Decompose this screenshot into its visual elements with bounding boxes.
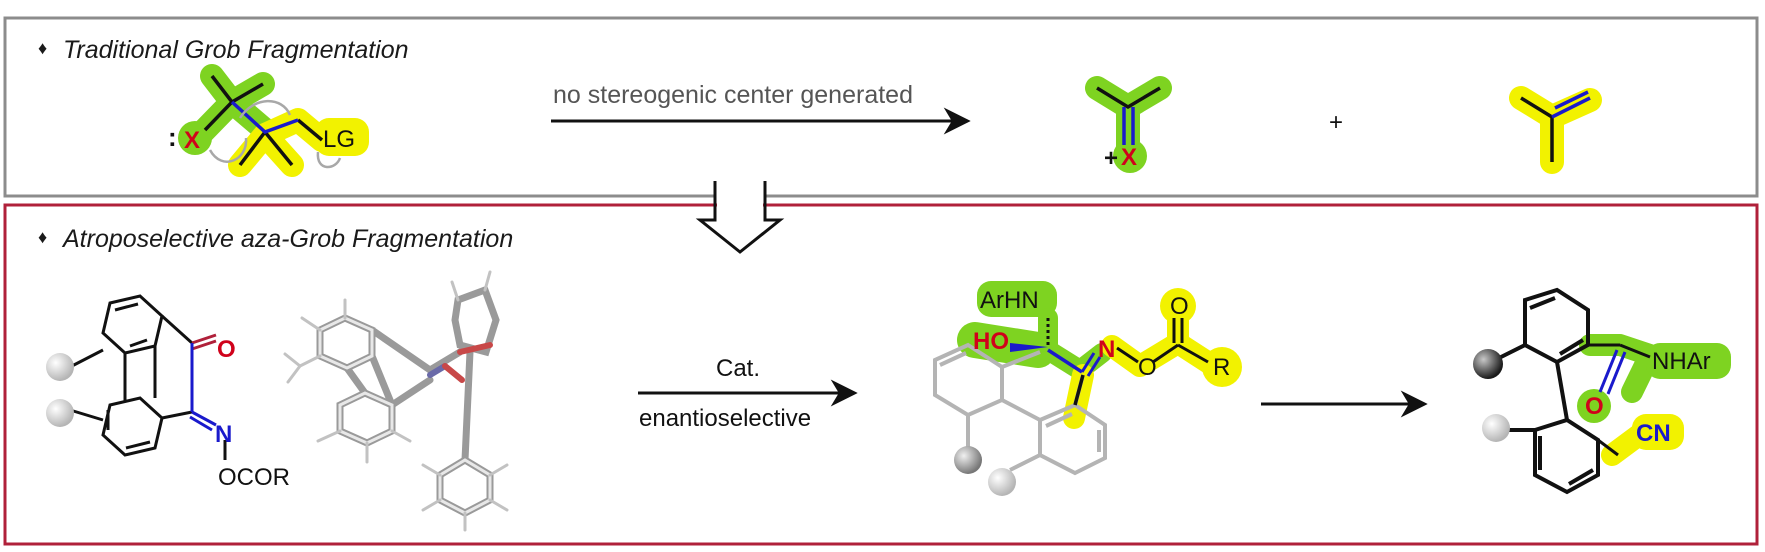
green-highlight-x	[178, 121, 212, 155]
intermediate-arhn: ArHN	[980, 287, 1039, 314]
yellow-highlight-lg	[315, 118, 369, 156]
intermediate-ester-o: O	[1138, 354, 1157, 381]
hollow-down-arrow	[695, 181, 785, 254]
product-2	[1509, 86, 1602, 174]
green-highlight-arhn	[977, 281, 1057, 317]
product-nitrile: CN	[1636, 420, 1671, 447]
electron-arrow-2	[238, 99, 292, 119]
product-amide-o: O	[1585, 393, 1604, 420]
yellow-highlight-cn	[1632, 414, 1684, 450]
reactant-x-atom: X	[184, 127, 200, 154]
bottom-panel-bullet: ♦	[38, 227, 47, 247]
intermediate-ho: HO	[973, 328, 1009, 355]
plus-sign: +	[1329, 109, 1343, 136]
product-1-charge: +	[1104, 145, 1118, 172]
intermediate: ArHN HO N O O R	[933, 281, 1242, 496]
substrate-oxime-n: N	[215, 421, 232, 448]
top-arrow-label: no stereogenic center generated	[553, 81, 913, 109]
arrow-label-enantioselective: enantioselective	[639, 405, 811, 432]
electron-arrow-1	[208, 137, 248, 163]
electron-arrow-3	[316, 151, 342, 169]
intermediate-r-group: R	[1213, 354, 1230, 381]
substrate-ortho-substituent-1	[46, 353, 74, 381]
product-1: + X	[1085, 76, 1172, 173]
yellow-highlight-r	[1202, 347, 1242, 387]
product-nhar: NHAr	[1652, 348, 1711, 375]
axially-chiral-product: NHAr O CN	[1473, 287, 1731, 495]
arrow-label-catalyst: Cat.	[716, 355, 760, 382]
lone-pair: :	[168, 122, 177, 152]
crystal-structure-image	[283, 270, 509, 532]
intermediate-substituent-dark	[954, 446, 982, 474]
substrate-ortho-substituent-2	[46, 399, 74, 427]
top-panel-title: Traditional Grob Fragmentation	[63, 36, 409, 64]
product-substituent-light	[1482, 414, 1510, 442]
bottom-panel-title: Atroposelective aza-Grob Fragmentation	[61, 225, 513, 253]
top-panel-bullet: ♦	[38, 38, 47, 58]
intermediate-substituent-light	[988, 468, 1016, 496]
leaving-group-label: LG	[323, 126, 355, 153]
green-highlight-backbone	[1038, 308, 1112, 380]
green-highlight-nhar	[1646, 343, 1731, 379]
intermediate-oxime-n: N	[1098, 336, 1115, 363]
product-1-x-atom: X	[1121, 144, 1137, 171]
intermediate-carbonyl-o: O	[1170, 293, 1189, 320]
grob-reactant: : X LG	[168, 64, 369, 177]
yellow-highlight-carbonyl-o	[1160, 288, 1196, 324]
substrate	[69, 294, 227, 460]
substrate-carbonyl-o: O	[217, 336, 236, 363]
green-highlight-amide-o	[1577, 389, 1611, 423]
bottom-panel-frame	[3, 203, 1759, 546]
top-panel-frame	[3, 16, 1759, 198]
substrate-oxime-group: OCOR	[218, 464, 290, 491]
product-substituent-dark	[1473, 349, 1503, 379]
